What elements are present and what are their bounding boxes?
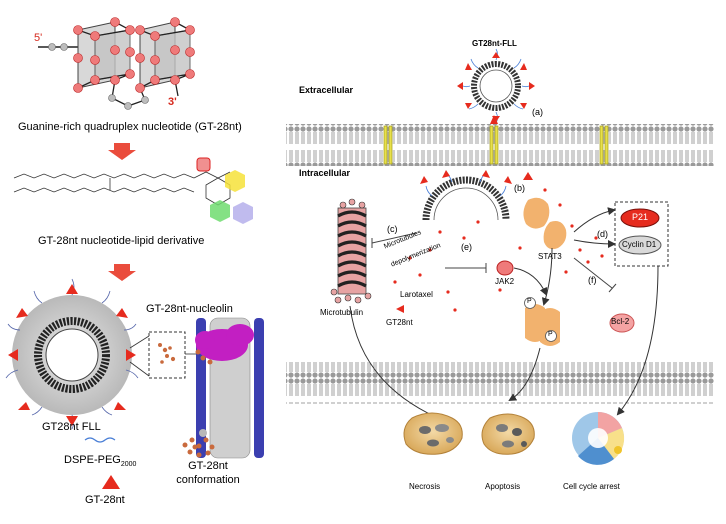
fusing-liposome (420, 170, 512, 221)
quadruplex-caption: Guanine-rich quadruplex nucleotide (GT-2… (18, 121, 242, 133)
down-arrow-icon (108, 143, 136, 160)
cyclin-node (618, 235, 662, 255)
conformation-icon (182, 429, 215, 458)
pathway-arrows (349, 207, 659, 423)
step-a-label: (a) (532, 107, 543, 117)
step-f-label: (f) (588, 275, 597, 285)
extracellular-label: Extracellular (299, 85, 354, 95)
peg-label-sub: 2000 (120, 461, 137, 469)
membrane-channel (383, 125, 609, 165)
gt-legend-label: GT-28nt (85, 494, 125, 506)
target-box (614, 201, 669, 267)
p21-label: P21 (632, 212, 649, 222)
inhibition-lines (371, 232, 617, 293)
five-prime-label: 5' (34, 32, 43, 44)
step-c-label: (c) (387, 224, 398, 234)
bottom-membrane (286, 362, 714, 404)
fll-label: GT28nt FLL (42, 421, 101, 433)
lipid-caption: GT-28nt nucleotide-lipid derivative (38, 235, 205, 247)
zoomed-strand (158, 343, 176, 364)
apoptosis-cell (481, 413, 535, 455)
peg-label: DSPE-PEG2000 (64, 454, 136, 468)
larotaxel-label: Larotaxel (400, 290, 433, 299)
base-green (210, 200, 230, 222)
nucleolin-protein (195, 317, 264, 459)
stat3-label: STAT3 (538, 252, 562, 261)
necrosis-label: Necrosis (409, 482, 441, 491)
jak2-label: JAK2 (495, 277, 515, 286)
lipid-structure (13, 171, 231, 206)
conformation-label-1: GT-28nt (188, 460, 228, 472)
phospho-label-2: P (548, 331, 553, 338)
microtubule (330, 198, 372, 304)
step-d-label: (d) (597, 229, 608, 239)
cyclin-label: Cyclin D1 (622, 240, 657, 249)
gt-marker (523, 172, 533, 180)
liposome-fll (5, 278, 139, 430)
microtubulin-label: Microtubulin (320, 308, 364, 317)
drug-particles (393, 188, 604, 312)
phosphate-marker (196, 157, 211, 172)
fll-particle-top (457, 48, 535, 124)
nucleolin-label: GT-28nt-nucleolin (146, 303, 233, 315)
bcl2-node (609, 313, 635, 333)
fll-title: GT28nt-FLL (472, 39, 517, 48)
jak2-node (496, 260, 514, 276)
p21-node (620, 208, 660, 228)
phospho-label-1: P (527, 298, 532, 305)
stat3-phospho (524, 297, 560, 346)
stat3-protein (523, 197, 567, 250)
apoptosis-label: Apoptosis (485, 482, 521, 491)
peg-label-text: DSPE-PEG (64, 454, 121, 466)
gt-legend-icon (102, 475, 120, 489)
top-membrane (286, 124, 714, 166)
base-purple (233, 202, 253, 224)
intracellular-label: Intracellular (299, 168, 351, 178)
zoom-box (148, 331, 186, 379)
step-b-label: (b) (514, 183, 525, 193)
gt28nt-label: GT28nt (386, 318, 413, 327)
base-yellow (225, 170, 245, 192)
necrosis-cell (403, 412, 463, 455)
down-arrow-icon (108, 264, 136, 281)
gt28nt-legend-icon (396, 305, 404, 313)
step-e-label: (e) (461, 242, 472, 252)
bcl2-label: Bcl-2 (611, 317, 630, 326)
conformation-label-2: conformation (176, 474, 240, 486)
cell-cycle-label: Cell cycle arrest (563, 482, 620, 491)
quadruplex-structure (38, 17, 195, 110)
peg-legend-icon (84, 437, 116, 443)
three-prime-label: 3' (168, 96, 177, 108)
cell-cycle-icon (572, 412, 625, 465)
